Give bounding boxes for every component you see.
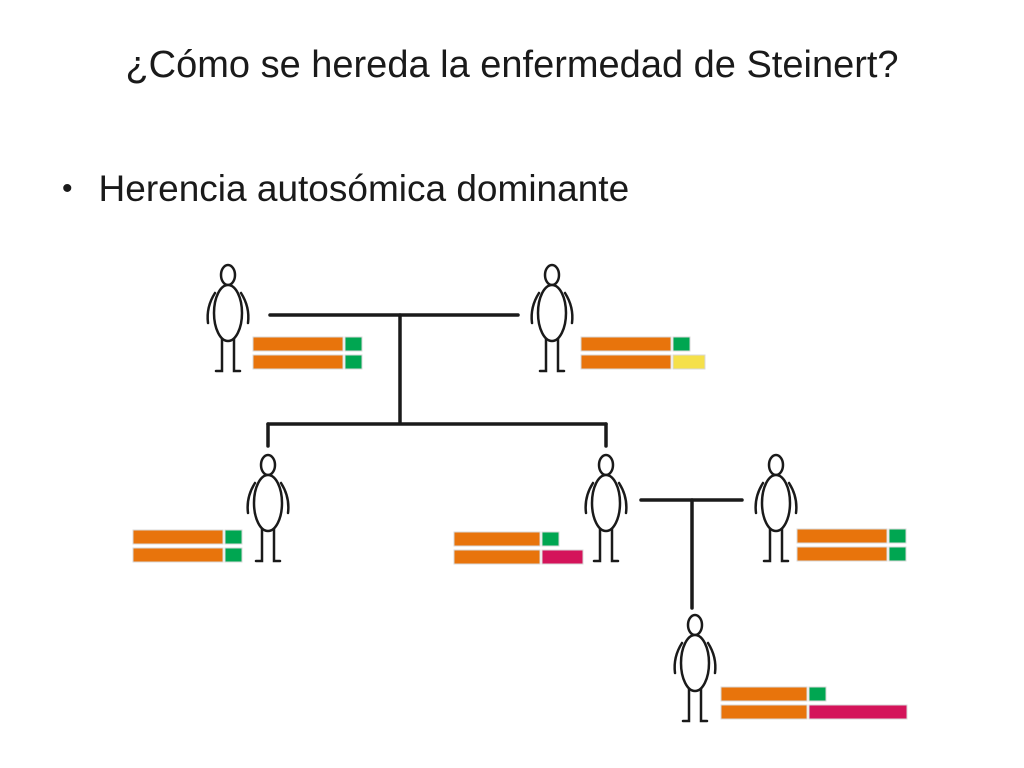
bullet-item: • Herencia autosómica dominante xyxy=(62,168,629,210)
person-torso xyxy=(252,473,284,533)
chromosome-main-segment xyxy=(720,704,808,720)
allele-normal-segment xyxy=(344,354,363,370)
grandparent-left-figure xyxy=(206,263,250,373)
person-torso xyxy=(679,633,711,693)
person-leg-right xyxy=(556,331,566,373)
bullet-text: Herencia autosómica dominante xyxy=(98,168,630,209)
slide-title: ¿Cómo se hereda la enfermedad de Steiner… xyxy=(125,44,899,86)
child-left-chromosome-pair xyxy=(132,529,243,563)
person-head xyxy=(219,263,237,287)
person-arm-left xyxy=(754,481,765,515)
person-arm-right xyxy=(706,641,717,675)
person-arm-left xyxy=(246,481,257,515)
person-leg-right xyxy=(232,331,242,373)
person-leg-left xyxy=(762,521,772,563)
allele-expanded-segment xyxy=(541,549,584,565)
allele-normal-segment xyxy=(224,547,243,563)
person-arm-right xyxy=(617,481,628,515)
chromosomes-layer xyxy=(132,336,908,720)
chromosome-main-segment xyxy=(132,547,224,563)
allele-highly-expanded-segment xyxy=(808,704,908,720)
person-leg-left xyxy=(681,681,691,723)
chromosome-main-segment xyxy=(453,531,541,547)
grandparent-right-figure xyxy=(530,263,574,373)
person-torso xyxy=(212,283,244,343)
person-arm-left xyxy=(206,291,217,325)
person-arm-left xyxy=(530,291,541,325)
chromosome-main-segment xyxy=(252,354,344,370)
allele-normal-segment xyxy=(224,529,243,545)
person-torso xyxy=(760,473,792,533)
child-left-figure xyxy=(246,453,290,563)
person-head xyxy=(686,613,704,637)
person-arm-right xyxy=(239,291,250,325)
person-leg-right xyxy=(610,521,620,563)
person-leg-left xyxy=(538,331,548,373)
grandparent-right-chromosome-pair xyxy=(580,336,706,370)
person-arm-right xyxy=(279,481,290,515)
chromosome-main-segment xyxy=(580,336,672,352)
person-arm-right xyxy=(787,481,798,515)
person-arm-right xyxy=(563,291,574,325)
pedigree-lines xyxy=(266,313,744,610)
grandchild-figure xyxy=(673,613,717,723)
person-leg-left xyxy=(254,521,264,563)
individuals-layer xyxy=(206,263,798,723)
person-leg-left xyxy=(214,331,224,373)
chromosome-main-segment xyxy=(580,354,672,370)
allele-normal-segment xyxy=(541,531,560,547)
person-torso xyxy=(590,473,622,533)
person-leg-right xyxy=(272,521,282,563)
person-torso xyxy=(536,283,568,343)
person-leg-right xyxy=(699,681,709,723)
person-arm-left xyxy=(673,641,684,675)
allele-normal-segment xyxy=(344,336,363,352)
allele-normal-segment xyxy=(888,546,907,562)
grandchild-chromosome-pair xyxy=(720,686,908,720)
person-head xyxy=(259,453,277,477)
spouse-chromosome-pair xyxy=(796,528,907,562)
chromosome-main-segment xyxy=(252,336,344,352)
chromosome-main-segment xyxy=(453,549,541,565)
allele-premutation-segment xyxy=(672,354,706,370)
person-leg-right xyxy=(780,521,790,563)
chromosome-main-segment xyxy=(796,528,888,544)
chromosome-main-segment xyxy=(132,529,224,545)
person-head xyxy=(597,453,615,477)
person-leg-left xyxy=(592,521,602,563)
spouse-figure xyxy=(754,453,798,563)
person-head xyxy=(543,263,561,287)
bullet-dot: • xyxy=(62,172,73,205)
chromosome-main-segment xyxy=(796,546,888,562)
child-right-figure xyxy=(584,453,628,563)
child-right-chromosome-pair xyxy=(453,531,584,565)
allele-normal-segment xyxy=(888,528,907,544)
allele-normal-segment xyxy=(672,336,691,352)
person-arm-left xyxy=(584,481,595,515)
chromosome-main-segment xyxy=(720,686,808,702)
grandparent-left-chromosome-pair xyxy=(252,336,363,370)
person-head xyxy=(767,453,785,477)
allele-normal-segment xyxy=(808,686,827,702)
